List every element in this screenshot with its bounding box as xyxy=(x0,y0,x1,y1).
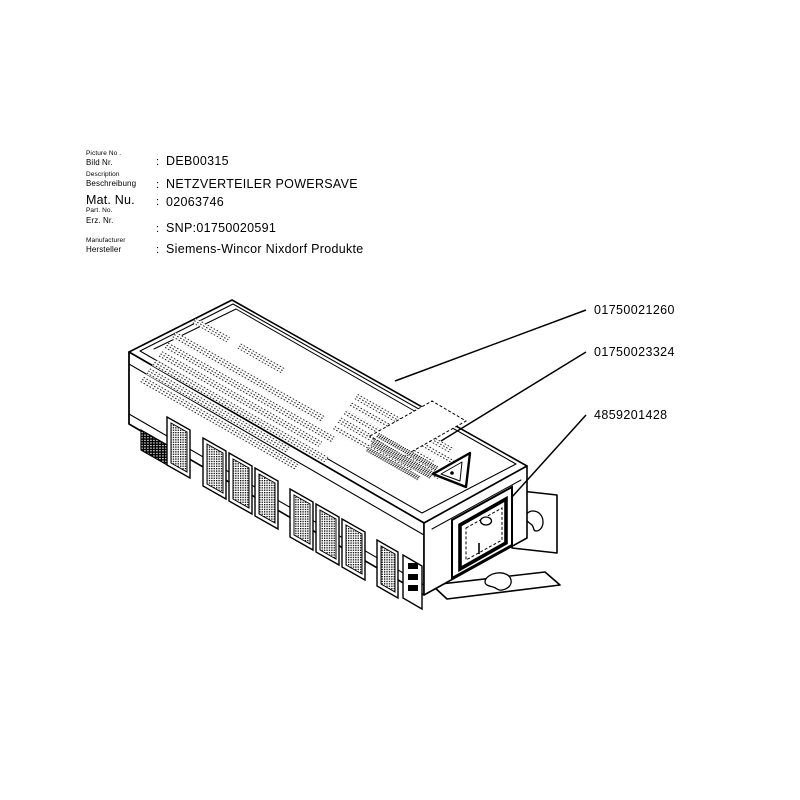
power-socket xyxy=(254,466,279,531)
spec-label-en: Description xyxy=(86,171,120,178)
spec-label-de: Erz. Nr. xyxy=(86,216,114,225)
spec-row-material-number: Mat. Nu. Part. No. : 02063746 xyxy=(86,194,416,216)
spec-label-de: Bild Nr. xyxy=(86,158,113,167)
spec-row-manufacturer: Manufacturer Hersteller : Siemens-Wincor… xyxy=(86,237,416,258)
leader-line-0 xyxy=(394,309,587,382)
spec-separator: : xyxy=(156,196,160,208)
spec-label-group: Description Beschreibung xyxy=(86,171,152,189)
right-end-lip xyxy=(431,479,522,530)
top-face-rim xyxy=(139,303,517,514)
spec-label-de: Mat. Nu. xyxy=(86,193,135,207)
spec-row-erzeugnis-number: Erz. Nr. : SNP:01750020591 xyxy=(86,216,416,237)
power-socket xyxy=(315,502,340,567)
spec-label-de: Hersteller xyxy=(86,245,122,254)
callout-leader-lines xyxy=(394,309,587,498)
spec-row-description: Description Beschreibung : NETZVERTEILER… xyxy=(86,171,416,194)
spec-separator: : xyxy=(156,179,160,191)
spec-separator: : xyxy=(156,223,160,235)
spec-value-material-number: 02063746 xyxy=(166,195,225,209)
power-inlet-connector xyxy=(402,553,423,611)
spec-label-group: Erz. Nr. xyxy=(86,216,152,226)
callout-part-number-2: 4859201428 xyxy=(594,408,668,422)
spec-value-description: NETZVERTEILER POWERSAVE xyxy=(166,177,358,191)
specification-block: Picture No . Bild Nr. : DEB00315 Descrip… xyxy=(86,150,416,258)
spec-label-group: Picture No . Bild Nr. xyxy=(86,150,152,168)
spec-value-manufacturer: Siemens-Wincor Nixdorf Produkte xyxy=(166,242,364,256)
spec-separator: : xyxy=(156,156,160,168)
power-socket xyxy=(228,451,253,516)
spec-value-erzeugnis-number: SNP:01750020591 xyxy=(166,221,277,235)
spec-label-en: Part. No. xyxy=(86,207,113,214)
power-socket xyxy=(289,487,314,552)
power-socket xyxy=(376,538,399,600)
leader-line-1 xyxy=(440,351,587,442)
warning-triangle-icon xyxy=(431,451,472,489)
mounting-bracket-lower xyxy=(431,571,561,600)
barcode-label xyxy=(365,400,468,481)
spec-label-en: Picture No . xyxy=(86,150,122,157)
spec-row-picture-no: Picture No . Bild Nr. : DEB00315 xyxy=(86,150,416,171)
leader-line-2 xyxy=(511,414,587,498)
spec-separator: : xyxy=(156,244,160,256)
power-socket xyxy=(202,436,227,501)
spec-label-group: Mat. Nu. Part. No. xyxy=(86,194,152,215)
power-socket xyxy=(166,415,191,480)
power-socket-row xyxy=(166,415,423,611)
callout-part-number-0: 01750021260 xyxy=(594,303,675,317)
spec-label-en: Manufacturer xyxy=(86,237,126,244)
front-face-lip xyxy=(128,363,425,536)
callout-part-number-1: 01750023324 xyxy=(594,345,675,359)
spec-label-de: Beschreibung xyxy=(86,179,137,188)
power-socket xyxy=(341,517,366,582)
spec-value-picture-no: DEB00315 xyxy=(166,154,229,168)
rocker-power-switch[interactable] xyxy=(451,485,513,580)
spec-label-group: Manufacturer Hersteller xyxy=(86,237,152,255)
